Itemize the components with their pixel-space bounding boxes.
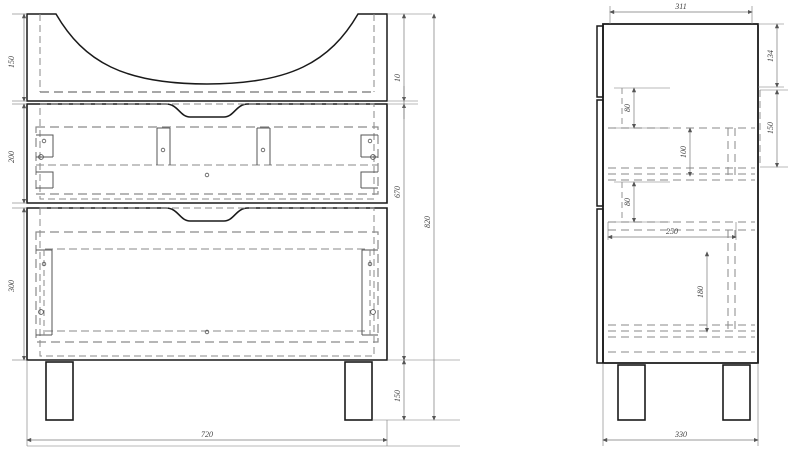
side-legs	[617, 364, 751, 421]
front-view-group: 150 200 300 10 670 820 150 720	[7, 13, 460, 447]
front-lower-drawer	[26, 207, 388, 361]
side-dimension-lines	[602, 6, 788, 446]
dim-side-lower-runner: 80	[623, 198, 632, 206]
dim-side-runner-depth: 250	[666, 227, 678, 236]
dim-front-carcass-height: 670	[393, 186, 402, 198]
dim-front-top-panel-height: 150	[7, 56, 16, 68]
side-dimension-labels: 311 134 80 100 150 80 250 180 330	[623, 2, 775, 439]
dim-front-upper-drawer-height: 200	[7, 151, 16, 163]
dim-side-upper-runner: 80	[623, 104, 632, 112]
front-top-apron	[26, 13, 388, 102]
dim-front-leg-height: 150	[393, 390, 402, 402]
dim-side-top-width: 311	[674, 2, 686, 11]
front-legs	[45, 361, 373, 421]
dim-side-drawer-spacing: 150	[766, 122, 775, 134]
dim-side-top-to-drawer: 134	[766, 50, 775, 62]
front-dimension-labels: 150 200 300 10 670 820 150 720	[7, 56, 432, 439]
side-hidden-geometry	[608, 127, 755, 353]
dim-side-total-depth: 330	[674, 430, 687, 439]
side-view-group: 311 134 80 100 150 80 250 180 330	[596, 2, 788, 446]
front-dimension-lines	[12, 13, 460, 447]
dim-side-lower-height: 180	[696, 286, 705, 298]
front-upper-drawer	[26, 103, 388, 204]
dim-front-total-height: 820	[423, 216, 432, 228]
dim-side-middle-offset: 100	[679, 146, 688, 158]
dim-front-gap: 10	[393, 74, 402, 82]
dim-front-total-width: 720	[201, 430, 213, 439]
dim-front-lower-drawer-height: 300	[7, 280, 16, 293]
